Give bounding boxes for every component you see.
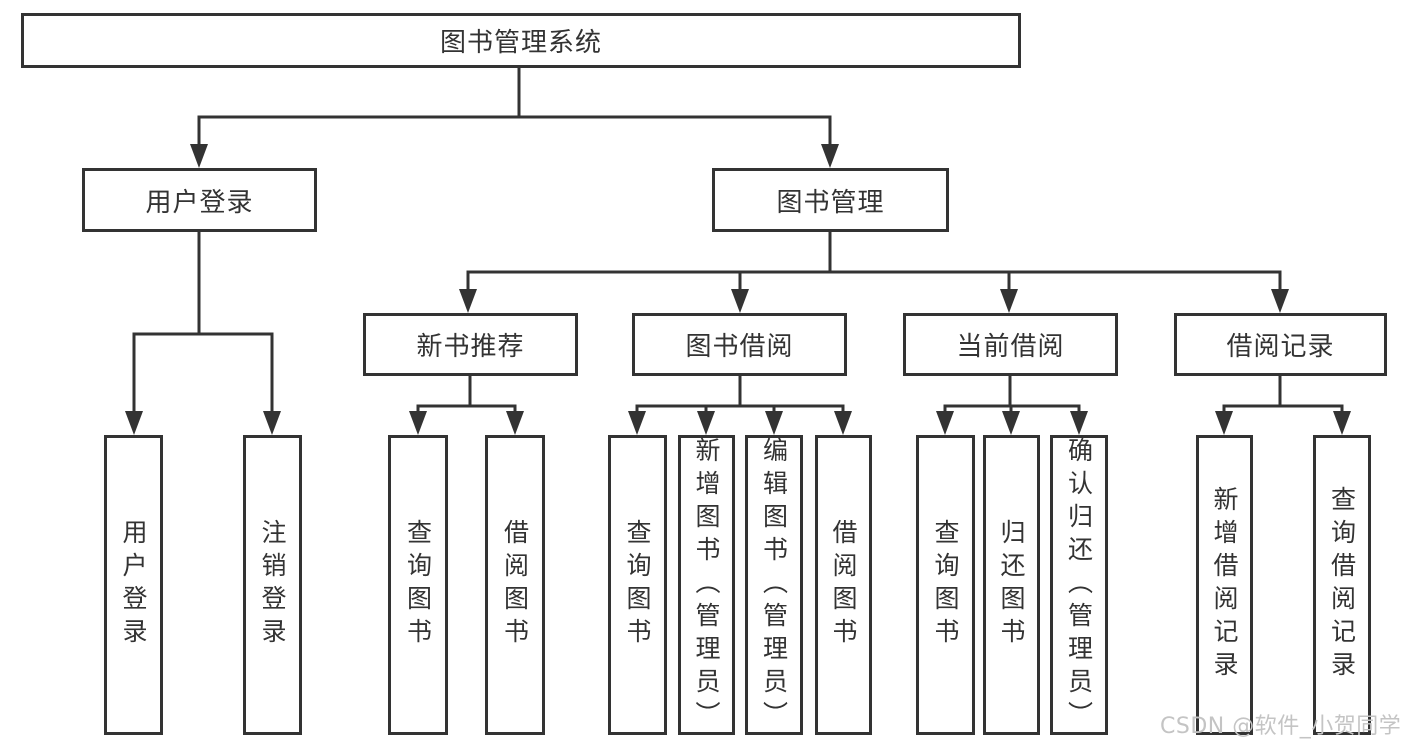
leaf-return-books: 归还图书 (983, 435, 1040, 735)
leaf-query-books-2: 查询图书 (608, 435, 667, 735)
node-label: 图书管理 (776, 187, 885, 218)
leaf-user-login: 用户登录 (104, 435, 163, 735)
node-label: 注销登录 (258, 519, 287, 651)
node-book-management: 图书管理 (712, 168, 949, 232)
node-user-login: 用户登录 (82, 168, 317, 232)
node-borrow-record: 借阅记录 (1174, 313, 1387, 376)
node-label: 新增借阅记录 (1210, 486, 1239, 684)
leaf-borrow-books-2: 借阅图书 (815, 435, 872, 735)
node-label: 借阅图书 (500, 519, 530, 651)
csdn-watermark: CSDN @软件_小贺同学 (1160, 714, 1402, 739)
leaf-query-books: 查询图书 (388, 435, 448, 735)
leaf-edit-books-admin: 编辑图书（管理员） (745, 435, 803, 735)
leaf-add-books-admin: 新增图书（管理员） (678, 435, 735, 735)
node-label: 查询借阅记录 (1327, 486, 1357, 684)
leaf-query-borrow-record: 查询借阅记录 (1313, 435, 1371, 735)
leaf-confirm-return-admin: 确认归还（管理员） (1050, 435, 1108, 735)
leaf-add-borrow-record: 新增借阅记录 (1196, 435, 1253, 735)
node-label: 归还图书 (997, 519, 1026, 651)
node-label: 用户登录 (119, 519, 148, 651)
node-label: 新增图书（管理员） (692, 436, 721, 734)
node-label: 借阅图书 (829, 519, 858, 651)
node-label: 当前借阅 (956, 332, 1065, 362)
node-label: 新书推荐 (416, 332, 525, 362)
node-label: 借阅记录 (1226, 332, 1335, 362)
node-new-book-recommend: 新书推荐 (363, 313, 578, 376)
node-label: 编辑图书（管理员） (759, 436, 789, 734)
node-label: 用户登录 (145, 187, 254, 218)
node-label: 确认归还（管理员） (1064, 436, 1094, 734)
node-label: 查询图书 (403, 519, 433, 651)
leaf-borrow-books: 借阅图书 (485, 435, 545, 735)
node-label: 图书借阅 (685, 332, 794, 362)
leaf-query-books-3: 查询图书 (916, 435, 975, 735)
node-current-borrow: 当前借阅 (903, 313, 1118, 376)
node-book-borrow: 图书借阅 (632, 313, 847, 376)
node-label: 查询图书 (931, 519, 960, 651)
node-label: 查询图书 (623, 519, 652, 651)
node-library-management-system: 图书管理系统 (21, 13, 1021, 68)
node-label: 图书管理系统 (439, 28, 602, 58)
leaf-logout: 注销登录 (243, 435, 302, 735)
